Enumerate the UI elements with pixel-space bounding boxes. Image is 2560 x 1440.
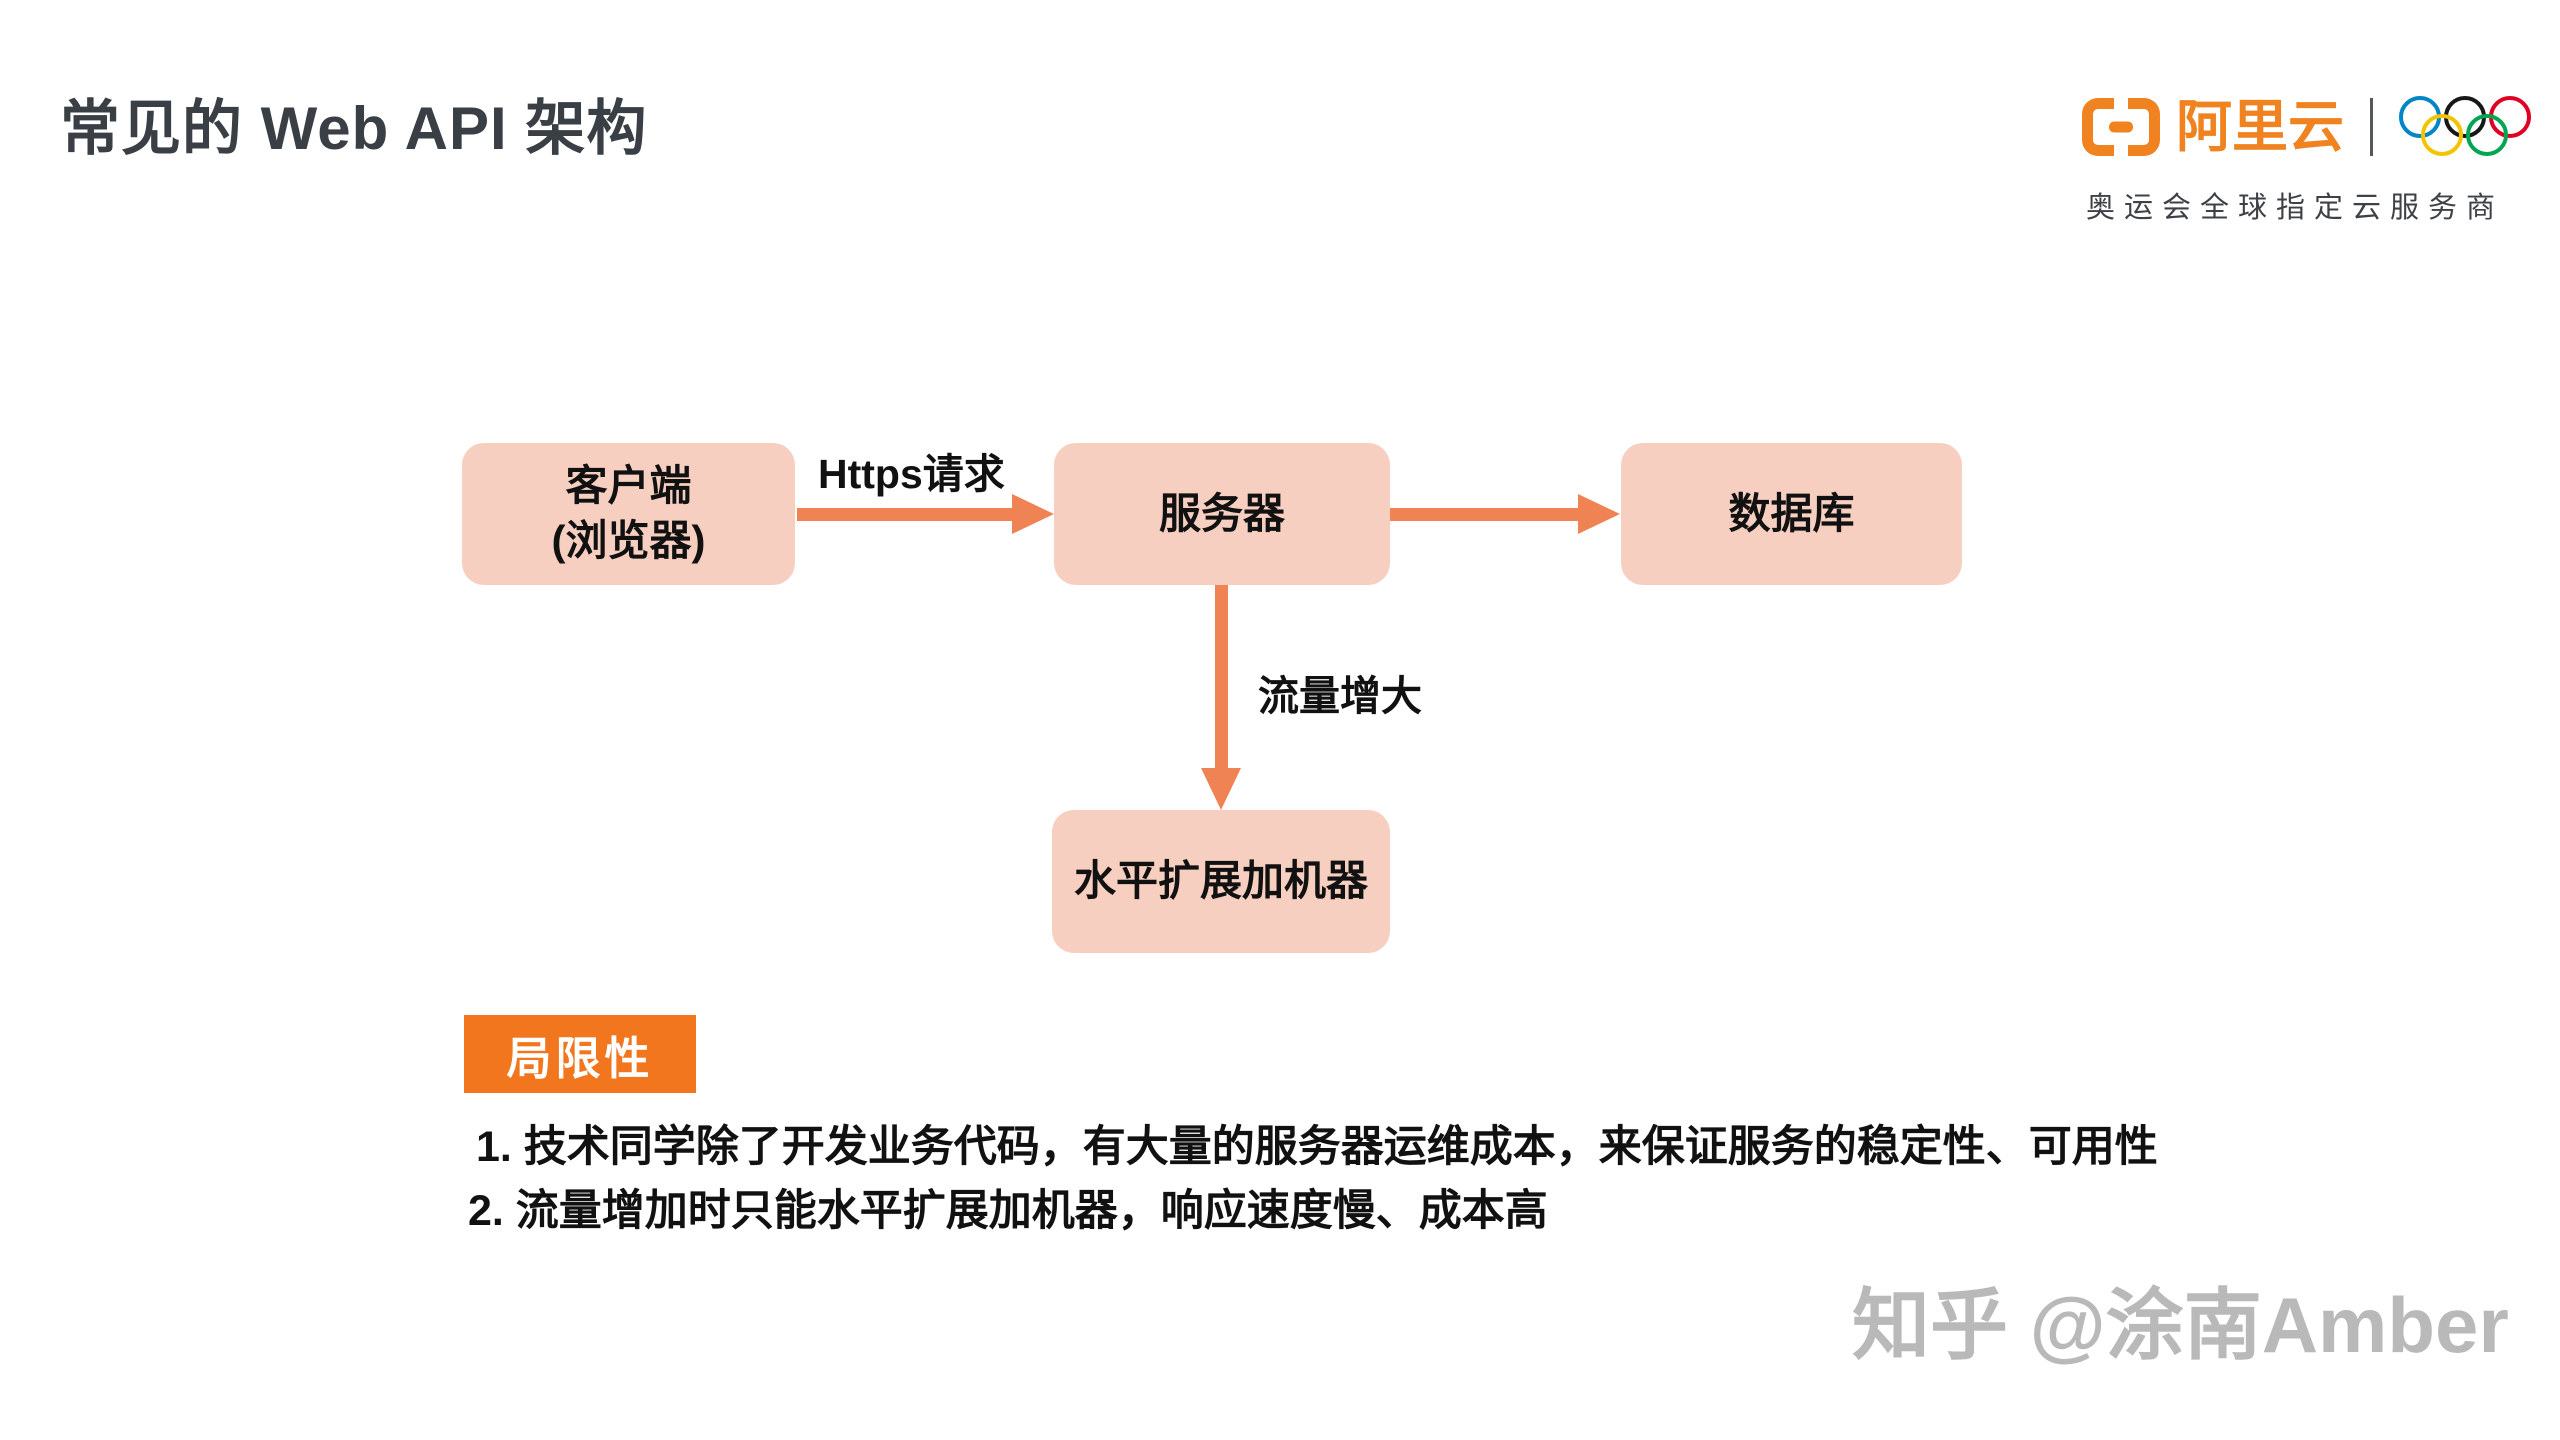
logo-tagline: 奥运会全球指定云服务商 (2086, 192, 2505, 224)
watermark: 知乎 @涂南Amber (1852, 1281, 2509, 1369)
arrowhead-client-to-server-icon (1012, 494, 1054, 534)
node-client-label-line2: (浏览器) (551, 517, 706, 564)
arrowhead-server-to-scale-out-icon (1201, 768, 1241, 810)
logo-divider (2370, 98, 2373, 156)
limitation-item-1: 1. 技术同学除了开发业务代码，有大量的服务器运维成本，来保证服务的稳定性、可用… (476, 1123, 2158, 1171)
arrow-client-to-server (797, 508, 1012, 521)
olympic-ring-green-icon (2466, 114, 2508, 156)
node-client: 客户端 (浏览器) (462, 443, 795, 585)
olympic-rings-icon (2399, 96, 2533, 158)
node-server: 服务器 (1054, 443, 1390, 585)
brand-name: 阿里云 (2176, 95, 2344, 158)
bracket-right-icon (2128, 98, 2160, 156)
page-title: 常见的 Web API 架构 (60, 95, 648, 162)
label-traffic-increase: 流量增大 (1258, 673, 1422, 719)
node-scale-out: 水平扩展加机器 (1052, 810, 1390, 953)
bracket-left-icon (2082, 98, 2114, 156)
olympic-ring-yellow-icon (2421, 114, 2463, 156)
bracket-dash-icon (2109, 121, 2133, 133)
alibaba-cloud-brackets-icon (2082, 98, 2160, 156)
arrowhead-server-to-database-icon (1578, 494, 1620, 534)
limitations-badge: 局限性 (464, 1015, 696, 1093)
node-client-label-line1: 客户端 (565, 462, 692, 510)
node-database: 数据库 (1621, 443, 1962, 585)
alibaba-cloud-logo: 阿里云 (2082, 94, 2533, 160)
label-https-request: Https请求 (818, 451, 1005, 497)
arrow-server-to-database (1390, 508, 1578, 521)
limitation-item-2: 2. 流量增加时只能水平扩展加机器，响应速度慢、成本高 (468, 1187, 1548, 1235)
arrow-server-to-scale-out (1215, 585, 1228, 770)
